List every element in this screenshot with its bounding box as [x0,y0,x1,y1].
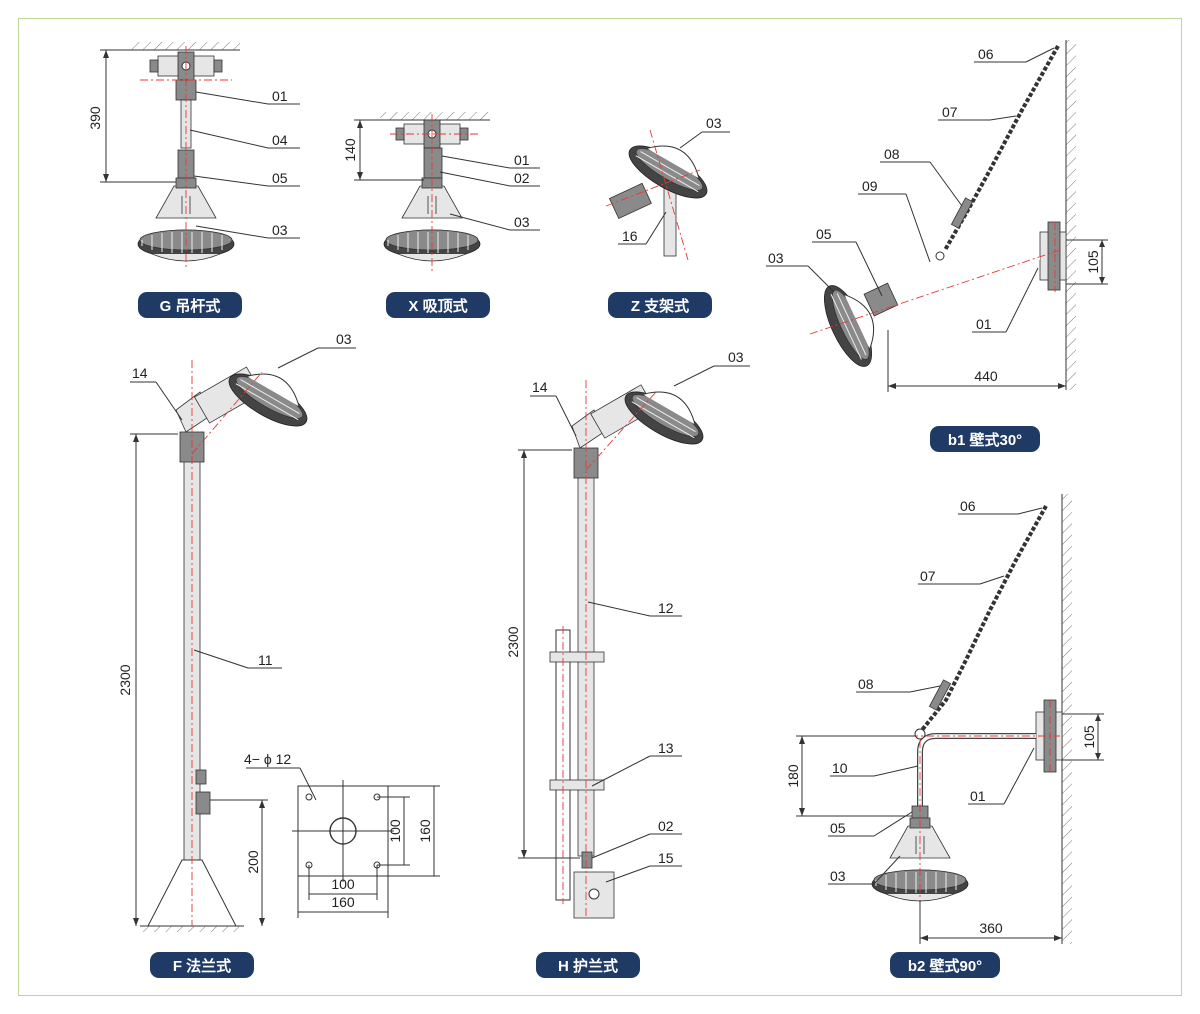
callout-b1-05: 05 [816,226,832,242]
callout-h-02: 02 [658,818,674,834]
view-b1-wall-30: 440 105 06 07 08 09 05 03 01 [766,40,1108,392]
callout-b1-06: 06 [978,46,994,62]
view-f-flange: 2300 200 14 03 11 4− ϕ 12 100 160 [117,331,440,932]
ceiling-hatch [130,42,240,50]
svg-text:G 吊杆式: G 吊杆式 [160,297,221,315]
dim-f-plate-outer-v: 160 [417,819,433,843]
svg-text:b1 壁式30°: b1 壁式30° [948,431,1022,449]
callout-b1-09: 09 [862,178,878,194]
dim-x-height: 140 [342,138,358,162]
callout-b2-03: 03 [830,868,846,884]
callout-h-15: 15 [658,850,674,866]
callout-h-14: 14 [532,379,548,395]
view-x-ceiling: 140 01 02 03 [342,112,540,272]
callout-b2-08: 08 [858,676,874,692]
dim-f-height: 2300 [117,664,133,695]
callout-h-12: 12 [658,600,674,616]
dim-f-base: 200 [245,850,261,874]
callout-b1-01: 01 [976,316,992,332]
callout-g-01: 01 [272,88,288,104]
chain [920,505,1048,732]
caption-z: Z 支架式 [608,292,712,318]
callout-f-11: 11 [258,652,273,668]
caption-b1: b1 壁式30° [930,426,1040,452]
drawing-frame [18,18,1182,996]
callout-b1-03: 03 [768,250,784,266]
callout-b1-07: 07 [942,104,958,120]
svg-text:H 护兰式: H 护兰式 [558,957,618,975]
dim-b1-length: 440 [974,368,998,384]
suspension-rod [180,99,192,149]
dim-f-holes: 4− ϕ 12 [244,751,291,767]
dim-b2-height: 105 [1081,725,1097,749]
callout-b2-07: 07 [920,568,936,584]
callout-b2-05: 05 [830,820,846,836]
view-h-guardrail: 2300 14 03 12 13 02 15 [505,349,750,919]
view-b2-wall-90: 180 105 360 06 07 08 10 05 03 01 [785,494,1104,944]
callout-b1-08: 08 [884,146,900,162]
caption-h: H 护兰式 [536,952,640,978]
caption-x: X 吸顶式 [386,292,490,318]
dim-b2-length: 360 [979,920,1003,936]
callout-z-03: 03 [706,115,722,131]
dim-b2-drop: 180 [785,764,801,788]
dim-f-plate-inner-h: 100 [331,876,355,892]
dim-h-height: 2300 [505,626,521,657]
callout-f-03: 03 [336,331,352,347]
dim-f-plate-inner-v: 100 [387,819,403,843]
callout-g-03: 03 [272,222,288,238]
callout-h-03: 03 [728,349,744,365]
caption-g: G 吊杆式 [138,292,242,318]
dim-g-height: 390 [87,106,103,130]
callout-b2-10: 10 [832,760,848,776]
callout-x-02: 02 [514,170,530,186]
chain [943,45,1060,251]
view-g-pendant: 390 01 04 05 03 [87,42,300,270]
caption-f: F 法兰式 [150,952,254,978]
svg-text:b2 壁式90°: b2 壁式90° [908,957,982,975]
caption-b2: b2 壁式90° [890,952,1000,978]
view-z-bracket: 03 16 [605,115,730,261]
svg-text:X 吸顶式: X 吸顶式 [408,297,467,315]
callout-f-14: 14 [132,365,148,381]
callout-x-01: 01 [514,152,530,168]
callout-b2-01: 01 [970,788,986,804]
svg-text:F 法兰式: F 法兰式 [173,957,231,975]
svg-text:Z 支架式: Z 支架式 [631,297,689,315]
dim-b1-height: 105 [1085,250,1101,274]
callout-g-05: 05 [272,170,288,186]
callout-z-16: 16 [622,228,638,244]
callout-h-13: 13 [658,740,674,756]
callout-b2-06: 06 [960,498,976,514]
callout-x-03: 03 [514,214,530,230]
dim-f-plate-outer-h: 160 [331,894,355,910]
callout-g-04: 04 [272,132,288,148]
